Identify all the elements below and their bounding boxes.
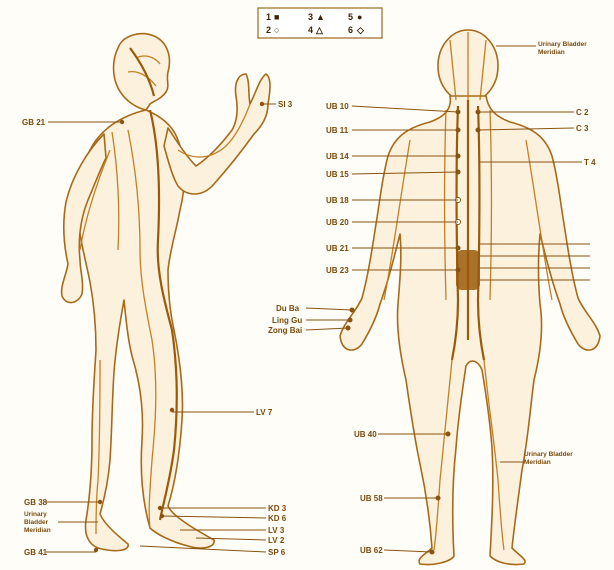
legend-num-3: 3: [308, 12, 313, 22]
label-ub10: UB 10: [326, 102, 349, 111]
label-ub23: UB 23: [326, 266, 349, 275]
legend-num-2: 2: [266, 25, 271, 35]
label-si3: SI 3: [278, 100, 293, 109]
label-ubm-2: Bladder: [24, 519, 49, 526]
label-ub14: UB 14: [326, 152, 349, 161]
label-linggu: Ling Gu: [272, 316, 302, 325]
legend-num-1: 1: [266, 12, 271, 22]
label-ubm-top-2: Meridian: [538, 49, 565, 56]
legend-num-4: 4: [308, 25, 313, 35]
legend-sym-6: ◇: [356, 25, 365, 35]
symbol-legend: 1 ■ 2 ○ 3 ▲ 4 △ 5 ● 6 ◇: [258, 8, 382, 38]
back-view-figure: [340, 30, 600, 565]
legend-sym-2: ○: [274, 25, 279, 35]
lead-duba: [306, 308, 352, 310]
label-ubm-top-1: Urinary Bladder: [538, 41, 587, 48]
lead-ub62: [384, 550, 432, 552]
label-gb41: GB 41: [24, 548, 48, 557]
label-lv2: LV 2: [268, 536, 285, 545]
legend-sym-4: △: [315, 25, 324, 35]
side-view-figure: [62, 34, 270, 553]
label-ub62: UB 62: [360, 546, 383, 555]
label-gb38: GB 38: [24, 498, 48, 507]
label-kd6: KD 6: [268, 514, 287, 523]
label-lv7: LV 7: [256, 408, 273, 417]
label-ubm-3: Meridian: [24, 527, 51, 534]
label-duba: Du Ba: [276, 304, 300, 313]
label-ub58: UB 58: [360, 494, 383, 503]
label-ub11: UB 11: [326, 126, 349, 135]
label-ub15: UB 15: [326, 170, 349, 179]
label-zongbai: Zong Bai: [268, 326, 302, 335]
legend-sym-5: ●: [357, 12, 362, 22]
legend-num-5: 5: [348, 12, 353, 22]
label-ubm-leg-1: Urinary Bladder: [524, 451, 573, 458]
legend-sym-1: ■: [274, 12, 279, 22]
label-t4: T 4: [584, 158, 596, 167]
label-gb21: GB 21: [22, 118, 46, 127]
label-ubm-leg-2: Meridian: [524, 459, 551, 466]
label-ub21: UB 21: [326, 244, 349, 253]
legend-num-6: 6: [348, 25, 353, 35]
label-kd3: KD 3: [268, 504, 287, 513]
label-lv3: LV 3: [268, 526, 285, 535]
label-sp6: SP 6: [268, 548, 286, 557]
label-c3: C 3: [576, 124, 589, 133]
label-ubm-1: Urinary: [24, 511, 47, 518]
legend-sym-3: ▲: [316, 12, 325, 22]
label-ub18: UB 18: [326, 196, 349, 205]
lead-ub10: [352, 106, 458, 112]
side-head: [114, 34, 170, 110]
label-ub20: UB 20: [326, 218, 349, 227]
label-ub40: UB 40: [354, 430, 377, 439]
side-front-arm: [164, 74, 270, 194]
label-c2: C 2: [576, 108, 589, 117]
